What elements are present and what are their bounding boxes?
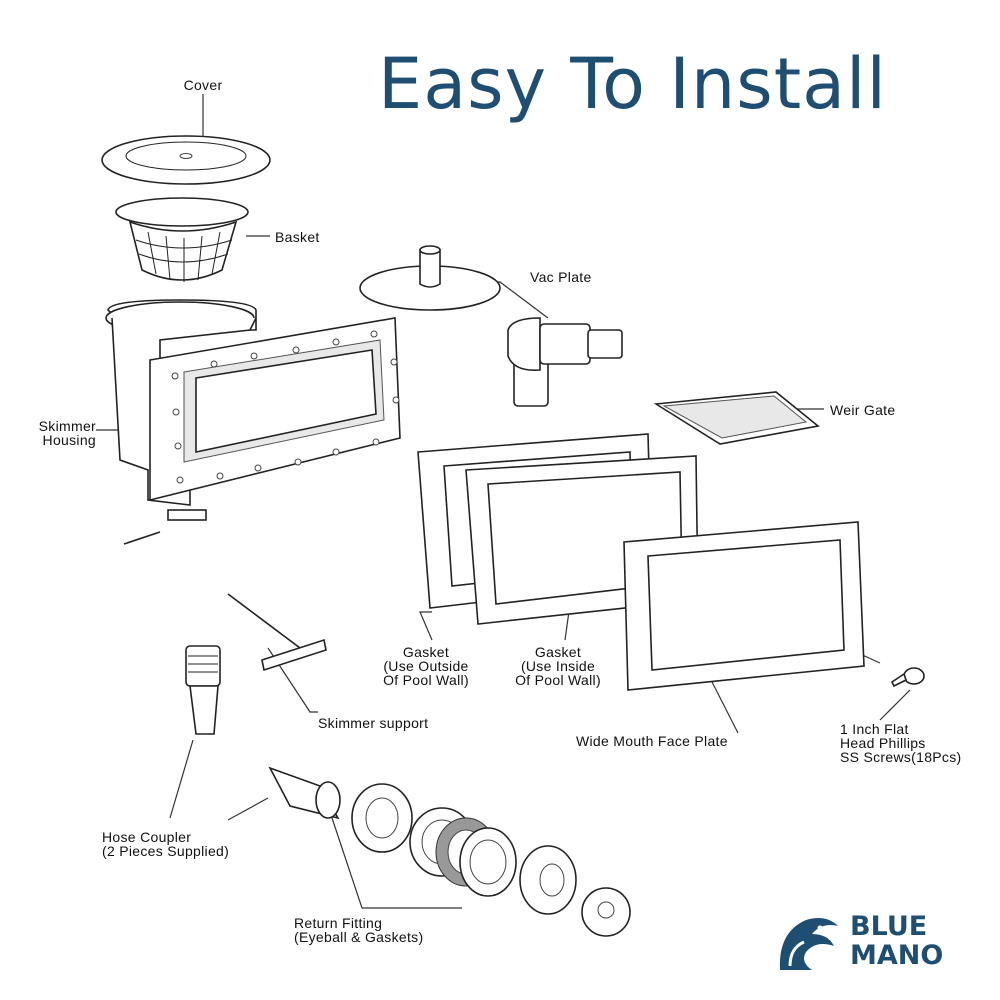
label-vac-plate: Vac Plate: [530, 269, 592, 285]
label-skimmer-housing: Skimmer Housing: [38, 418, 96, 448]
vac-elbow: [507, 317, 623, 407]
brand-logo: BLUE MANO: [776, 912, 976, 972]
label-screws: 1 Inch Flat Head Phillips SS Screws(18Pc…: [840, 721, 962, 765]
return-fitting-part: [268, 766, 631, 937]
label-cover: Cover: [183, 77, 223, 93]
label-wide-mouth-face-plate: Wide Mouth Face Plate: [576, 733, 728, 749]
basket-part: [115, 197, 249, 282]
label-hose-coupler: Hose Coupler (2 Pieces Supplied): [102, 829, 230, 859]
skimmer-housing-part: [105, 299, 401, 521]
hose-coupler-part: [185, 645, 221, 735]
screw-part: [890, 667, 925, 688]
label-skimmer-support: Skimmer support: [318, 715, 429, 731]
cover-part: [101, 135, 271, 185]
housing-screw-holes: [171, 330, 400, 484]
skimmer-support-part: [117, 531, 327, 672]
label-gasket-inside: Gasket (Use Inside Of Pool Wall): [515, 644, 601, 688]
brand-name: BLUE MANO: [850, 911, 944, 971]
page-title: Easy To Install: [378, 43, 887, 125]
vac-plate-part: [359, 245, 623, 407]
label-return-fitting: Return Fitting (Eyeball & Gaskets): [294, 915, 424, 945]
wide-mouth-face-plate-part: [623, 521, 865, 691]
weir-gate-part: [653, 391, 820, 445]
fish-wave-icon: [779, 918, 838, 970]
label-gasket-outside: Gasket (Use Outside Of Pool Wall): [383, 644, 469, 688]
label-basket: Basket: [275, 229, 320, 245]
label-weir-gate: Weir Gate: [830, 402, 896, 418]
